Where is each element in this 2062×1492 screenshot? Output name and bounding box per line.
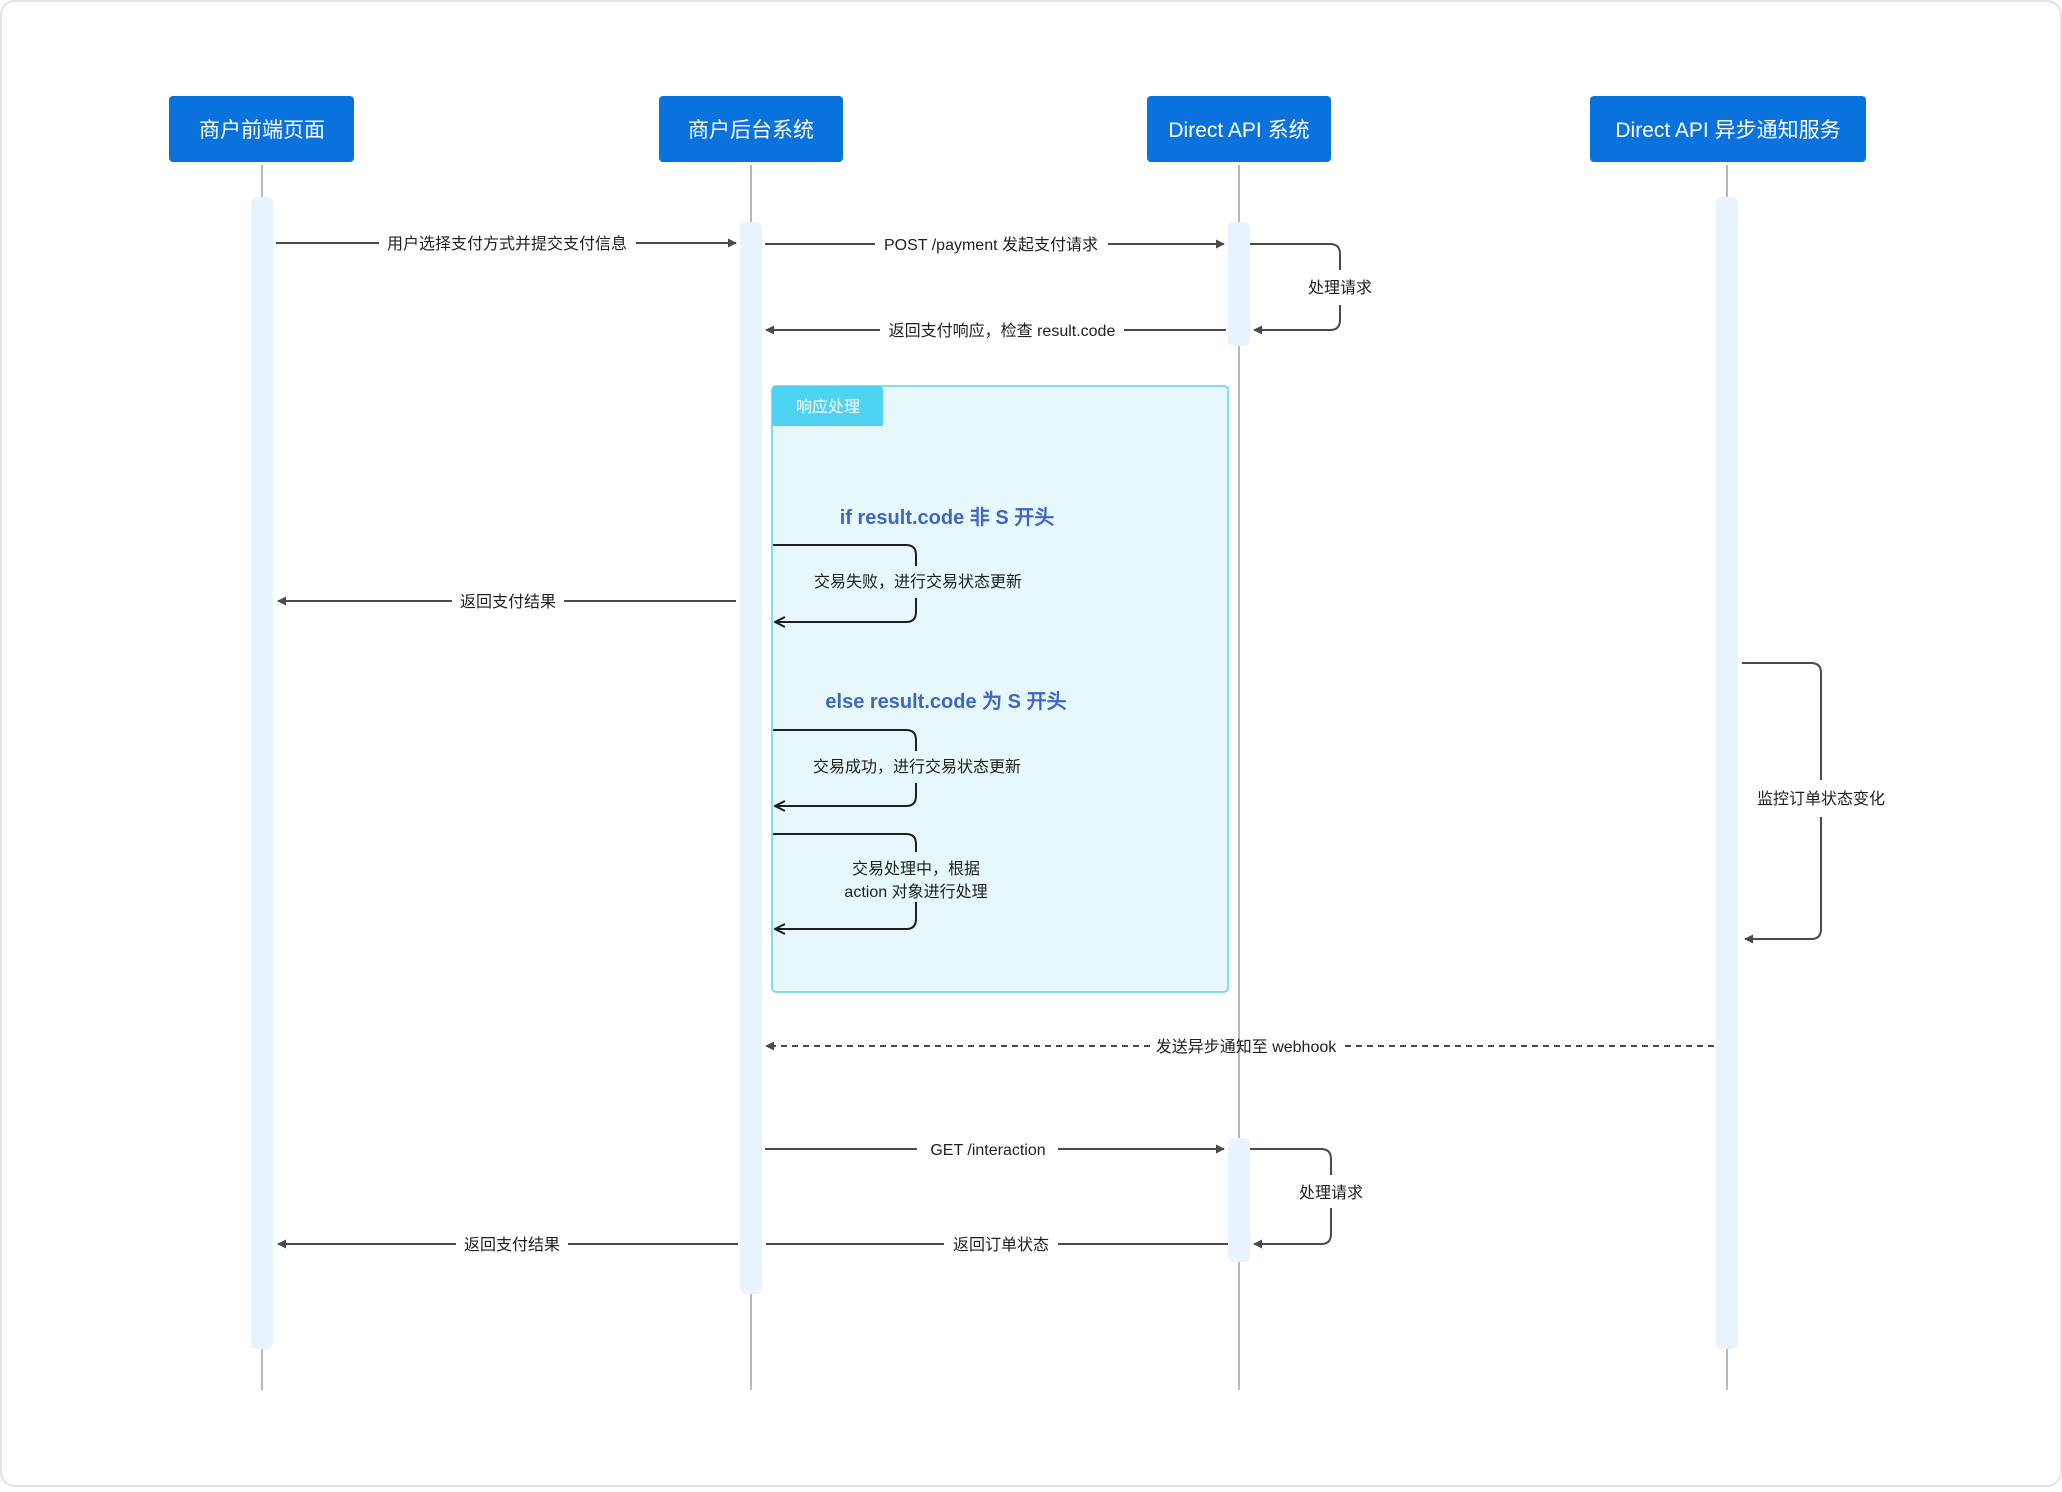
self-message-else-success: 交易成功，进行交易状态更新	[773, 729, 1021, 806]
participant-api: Direct API 系统	[1147, 96, 1331, 162]
self-message-else-processing-label-2: action 对象进行处理	[844, 883, 987, 901]
participant-backend-label: 商户后台系统	[688, 119, 814, 142]
self-message-monitor-label: 监控订单状态变化	[1757, 790, 1885, 808]
self-message-if-fail: 交易失败，进行交易状态更新	[773, 544, 1022, 622]
message-return-result-2-label: 返回支付结果	[464, 1236, 560, 1254]
participant-backend: 商户后台系统	[659, 96, 843, 162]
message-return-result-1-label: 返回支付结果	[460, 593, 556, 611]
self-message-else-processing-label-1: 交易处理中，根据	[852, 860, 980, 878]
message-return-result-2: 返回支付结果	[277, 1236, 738, 1254]
participant-api-label: Direct API 系统	[1168, 119, 1309, 142]
message-return-status: 返回订单状态	[766, 1236, 1228, 1254]
message-post-payment: POST /payment 发起支付请求	[765, 236, 1225, 254]
participant-frontend-label: 商户前端页面	[199, 119, 325, 142]
participant-notify-label: Direct API 异步通知服务	[1615, 119, 1840, 142]
message-return-result-1: 返回支付结果	[277, 593, 736, 611]
self-message-else-processing: 交易处理中，根据 action 对象进行处理	[773, 833, 988, 929]
self-message-process-1: 处理请求	[1250, 243, 1372, 335]
activation-api-1	[1228, 222, 1250, 346]
self-message-process-2-label: 处理请求	[1299, 1184, 1363, 1202]
message-return-status-label: 返回订单状态	[953, 1236, 1049, 1254]
activation-backend	[740, 222, 762, 1294]
message-return-response: 返回支付响应，检查 result.code	[765, 321, 1226, 340]
message-webhook: 发送异步通知至 webhook	[765, 1038, 1714, 1056]
self-message-process-1-label: 处理请求	[1308, 279, 1372, 297]
condition-if: if result.code 非 S 开头	[840, 506, 1054, 529]
activation-api-2	[1228, 1138, 1250, 1262]
self-message-if-fail-label: 交易失败，进行交易状态更新	[814, 573, 1022, 591]
activation-notify	[1716, 197, 1738, 1349]
message-get-interaction: GET /interaction	[765, 1142, 1225, 1159]
self-message-else-success-label: 交易成功，进行交易状态更新	[813, 758, 1021, 776]
fragment-title: 响应处理	[796, 397, 860, 416]
self-message-monitor: 监控订单状态变化	[1742, 662, 1885, 944]
activation-frontend	[251, 197, 273, 1349]
participant-notify: Direct API 异步通知服务	[1590, 96, 1866, 162]
fragment-response-handling: 响应处理 if result.code 非 S 开头 else result.c…	[771, 385, 1229, 993]
fragment-tag	[772, 386, 883, 426]
message-submit-label: 用户选择支付方式并提交支付信息	[387, 235, 627, 253]
self-message-process-2: 处理请求	[1250, 1148, 1363, 1249]
condition-else: else result.code 为 S 开头	[825, 690, 1066, 713]
message-submit: 用户选择支付方式并提交支付信息	[276, 235, 737, 253]
message-return-response-label: 返回支付响应，检查 result.code	[889, 321, 1116, 340]
message-webhook-label: 发送异步通知至 webhook	[1156, 1038, 1337, 1056]
participant-frontend: 商户前端页面	[169, 96, 354, 162]
message-post-payment-label: POST /payment 发起支付请求	[884, 236, 1098, 254]
message-get-interaction-label: GET /interaction	[930, 1142, 1045, 1159]
